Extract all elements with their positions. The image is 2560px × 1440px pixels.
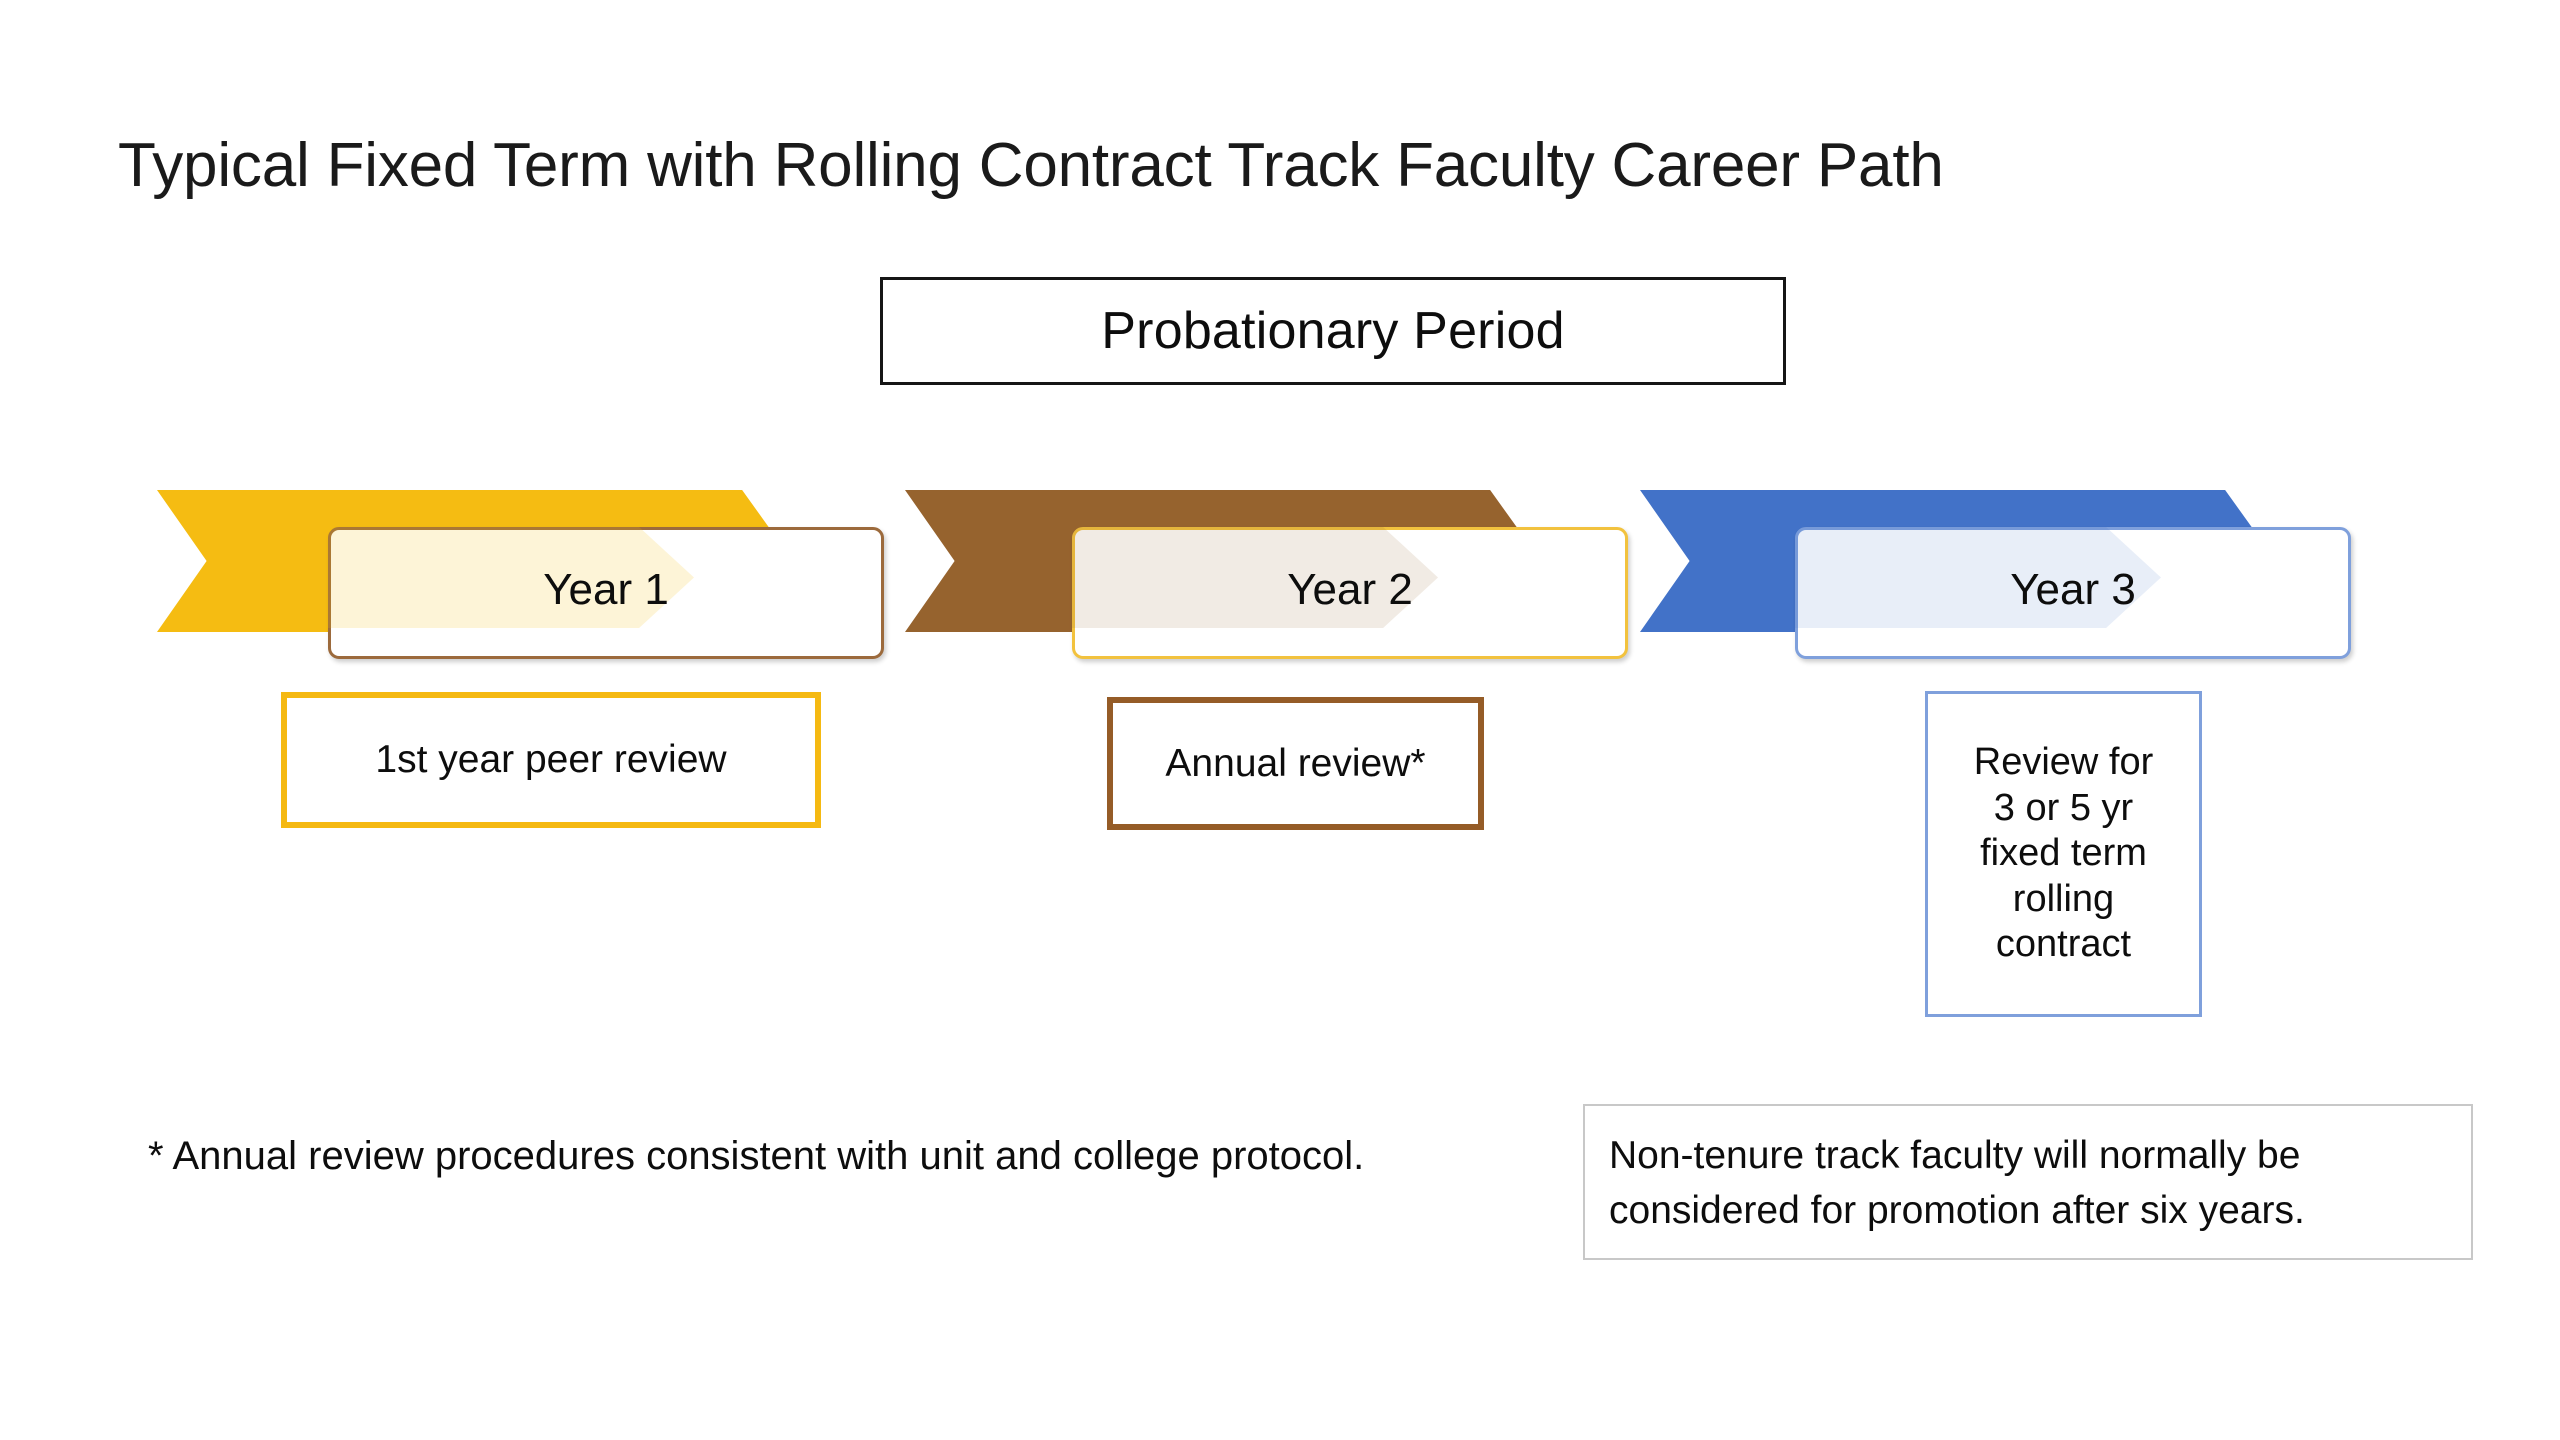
year-2-label: Year 2 bbox=[1287, 565, 1413, 614]
year-2-card-frame bbox=[1072, 527, 1628, 659]
caption-year-2-text: Annual review* bbox=[1165, 741, 1426, 785]
promotion-note-text: Non-tenure track faculty will normally b… bbox=[1609, 1134, 2305, 1233]
caption-year-3-line-4: rolling bbox=[2012, 877, 2115, 920]
probationary-period-label: Probationary Period bbox=[1101, 302, 1565, 360]
year-3-card-frame bbox=[1795, 527, 2351, 659]
year-1-card[interactable]: Year 1 bbox=[328, 527, 884, 659]
year-3-card[interactable]: Year 3 bbox=[1795, 527, 2351, 659]
year-2-card[interactable]: Year 2 bbox=[1072, 527, 1628, 659]
caption-year-3-line-3: fixed term bbox=[1980, 832, 2147, 875]
caption-box-year-1: 1st year peer review bbox=[281, 692, 821, 828]
caption-year-3-line-5: contract bbox=[1995, 923, 2132, 966]
caption-box-year-2: Annual review* bbox=[1107, 697, 1484, 830]
year-3-label: Year 3 bbox=[2010, 565, 2136, 614]
caption-year-1-text: 1st year peer review bbox=[375, 738, 727, 782]
caption-year-3-line-1: Review for bbox=[1973, 741, 2154, 784]
probationary-period-box: Probationary Period bbox=[880, 277, 1786, 385]
caption-box-year-3: Review for 3 or 5 yr fixed term rolling … bbox=[1925, 691, 2202, 1017]
year-1-label: Year 1 bbox=[543, 565, 669, 614]
footnote-text: * Annual review procedures consistent wi… bbox=[148, 1134, 1365, 1178]
year-1-card-frame bbox=[328, 527, 884, 659]
promotion-note-box: Non-tenure track faculty will normally b… bbox=[1583, 1104, 2473, 1260]
caption-year-3-line-2: 3 or 5 yr bbox=[1993, 786, 2134, 829]
page-title: Typical Fixed Term with Rolling Contract… bbox=[118, 131, 1944, 200]
